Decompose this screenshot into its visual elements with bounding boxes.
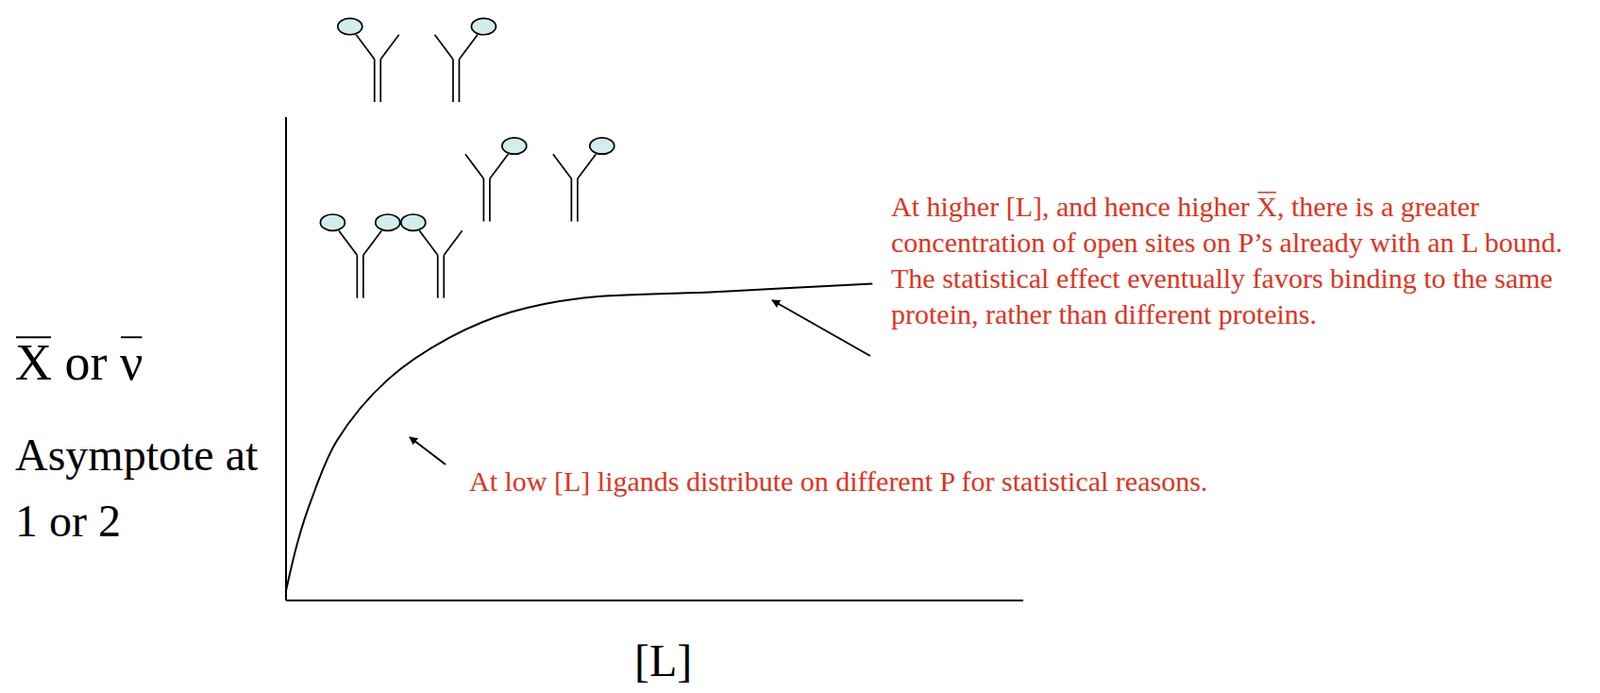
antibody-stroke — [373, 59, 376, 102]
antibody-icon — [435, 17, 497, 102]
antibody-icon — [337, 17, 400, 102]
antibody-icon — [553, 137, 615, 222]
x-axis — [286, 599, 1024, 602]
antibody-icon — [320, 214, 400, 299]
antibody-stroke — [483, 178, 486, 221]
antibody-icon — [401, 214, 463, 299]
antibody-stroke — [380, 34, 399, 60]
antibody-stroke — [570, 178, 573, 221]
annotation-note: At higher [L], and hence higher X, there… — [891, 188, 1595, 333]
ligand-dot — [337, 17, 363, 34]
antibody-stroke — [338, 230, 357, 255]
antibody-stroke — [419, 230, 438, 255]
antibody-stroke — [435, 34, 454, 60]
leader-arrow — [409, 437, 446, 465]
antibody-stroke — [576, 178, 579, 221]
antibody-icon — [465, 137, 527, 222]
antibody-stroke — [437, 254, 439, 298]
binding-curve — [286, 284, 874, 592]
ligand-dot — [589, 137, 615, 154]
asymptote-note: Asymptote at 1 or 2 — [15, 421, 263, 554]
antibody-stroke — [458, 34, 477, 60]
antibody-stroke — [442, 254, 445, 298]
ligand-dot — [401, 214, 426, 231]
antibody-stroke — [355, 254, 358, 298]
antibody-stroke — [577, 153, 596, 179]
antibody-stroke — [452, 59, 455, 102]
antibody-stroke — [489, 153, 508, 179]
ligand-dot — [502, 137, 527, 154]
axis-title: [L] — [634, 638, 692, 684]
ligand-dot — [375, 214, 401, 231]
antibody-stroke — [362, 254, 365, 298]
antibody-stroke — [465, 153, 484, 179]
ligand-dot — [320, 214, 345, 231]
antibody-stroke — [443, 230, 462, 255]
antibody-stroke — [355, 34, 374, 60]
axis-title: X or ν — [15, 336, 143, 388]
antibody-stroke — [363, 230, 382, 255]
leader-arrow — [772, 300, 871, 356]
y-axis — [285, 117, 287, 601]
ligand-dot — [471, 17, 496, 34]
annotation-note: At low [L] ligands distribute on differe… — [469, 464, 1208, 499]
antibody-stroke — [553, 153, 572, 179]
antibody-stroke — [458, 59, 461, 102]
antibody-stroke — [379, 59, 382, 102]
antibody-stroke — [488, 178, 491, 221]
